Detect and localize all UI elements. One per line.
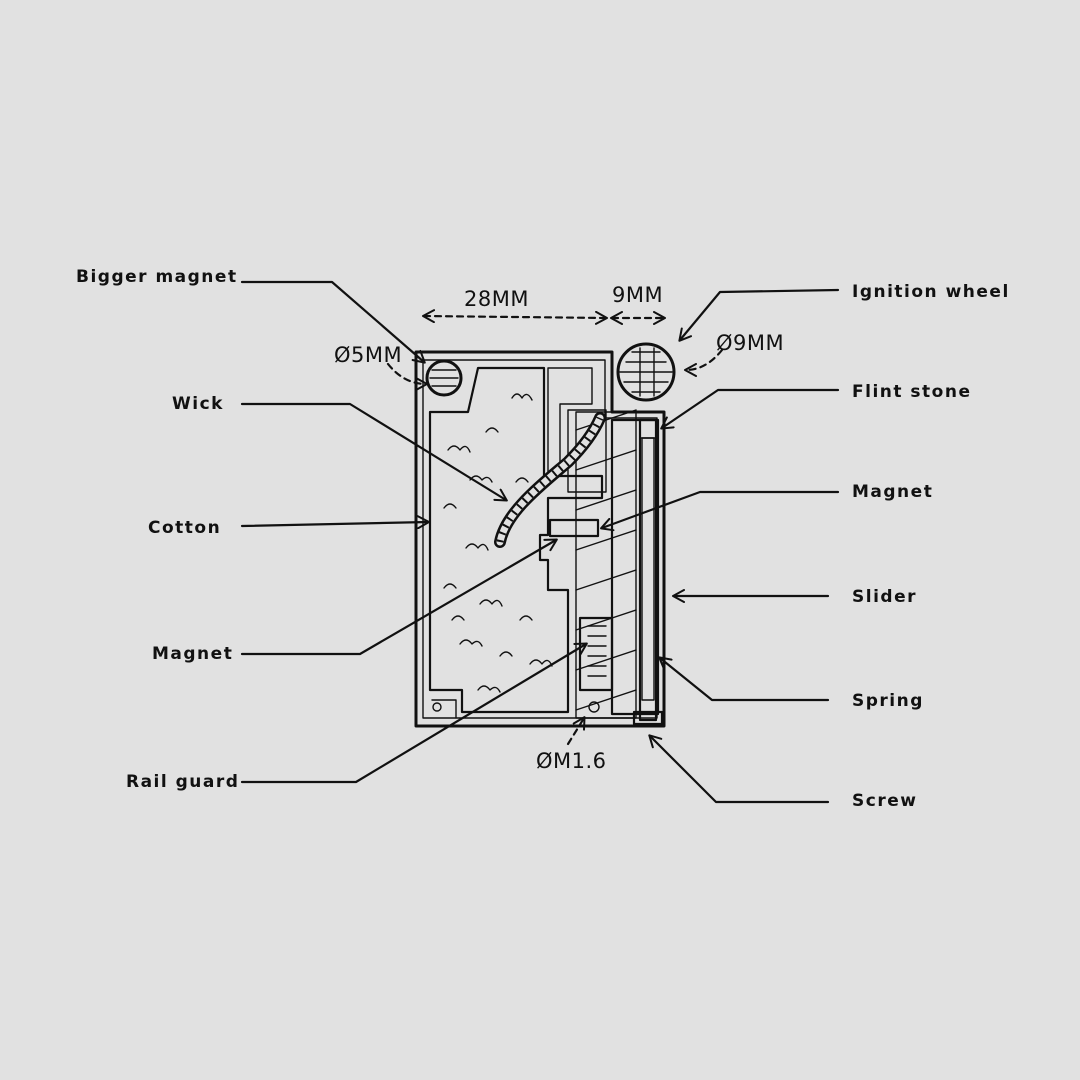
leader-bigger-magnet [240,280,426,364]
dim-diameter-wheel: Ø9MM [716,331,784,355]
label-rail-guard: Rail guard [126,772,239,792]
screw [632,710,664,726]
screw-hole [588,701,600,713]
lighter-body [414,342,676,728]
label-screw: Screw [852,791,917,811]
leader-magnet-right [600,490,840,532]
leader-lines [240,280,840,804]
label-slider: Slider [852,587,917,607]
ignition-wheel [616,342,676,402]
spring [641,437,655,701]
flint-stone [639,419,657,439]
label-cotton: Cotton [148,518,221,538]
dim-diameter-screw: ØM1.6 [536,749,607,773]
label-magnet-right: Magnet [852,482,933,502]
label-flint-stone: Flint stone [852,382,971,402]
leader-ignition-wheel [678,288,840,342]
leader-magnet-left [240,538,558,656]
dimension-lines [386,309,724,746]
leader-cotton [240,515,430,530]
label-ignition-wheel: Ignition wheel [852,282,1010,302]
label-magnet-left: Magnet [152,644,233,664]
leader-wick [240,402,508,502]
label-bigger-magnet: Bigger magnet [76,267,238,287]
leader-rail-guard [240,642,588,784]
cotton-fibers [443,393,553,693]
cotton-cavity [428,366,604,714]
dim-width-body: 28MM [464,287,529,311]
leader-flint-stone [660,388,840,430]
dim-width-side: 9MM [612,283,663,307]
labels: Bigger magnet Wick Cotton Magnet Rail gu… [76,267,1010,811]
dim-diameter-big-magnet: Ø5MM [334,343,402,367]
label-spring: Spring [852,691,924,711]
leader-screw [648,734,830,804]
small-magnet [548,518,600,538]
rail-guard [578,616,614,692]
label-wick: Wick [172,394,224,414]
leader-spring [658,656,830,702]
wick [496,416,604,543]
